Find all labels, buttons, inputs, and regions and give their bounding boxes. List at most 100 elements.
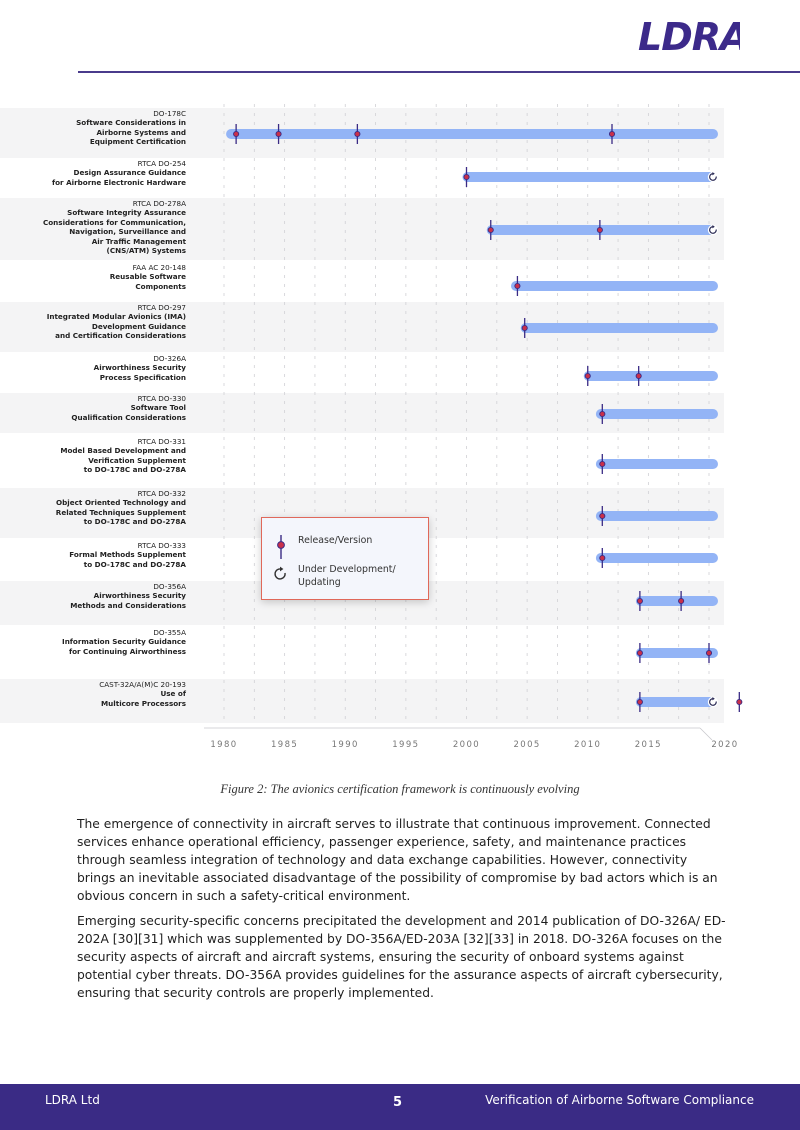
timeline-bar bbox=[462, 172, 718, 182]
timeline-bar bbox=[583, 371, 718, 381]
x-tick-label: 2020 bbox=[711, 740, 738, 750]
release-marker bbox=[584, 372, 591, 380]
standard-code: CAST-32A/A(M)C 20-193 bbox=[99, 680, 186, 689]
body-paragraph-1: The emergence of connectivity in aircraf… bbox=[77, 817, 718, 903]
release-marker-icon bbox=[274, 535, 288, 559]
standard-description: Design Assurance Guidance for Airborne E… bbox=[51, 168, 186, 187]
x-tick-label: 2010 bbox=[574, 740, 601, 750]
standard-description: Object Oriented Technology and Related T… bbox=[55, 498, 186, 527]
x-tick-label: 1990 bbox=[332, 740, 359, 750]
release-marker bbox=[233, 130, 240, 138]
standard-description: Model Based Development and Verification… bbox=[60, 446, 186, 475]
page-footer: LDRA Ltd 5 Verification of Airborne Soft… bbox=[0, 1084, 800, 1130]
standard-code: DO-178C bbox=[153, 109, 186, 118]
timeline-bar bbox=[635, 596, 718, 606]
x-tick-label: 1985 bbox=[271, 740, 298, 750]
footer-company: LDRA Ltd bbox=[45, 1093, 100, 1107]
release-marker bbox=[596, 226, 603, 234]
standard-code: RTCA DO-254 bbox=[137, 159, 186, 168]
standard-code: DO-355A bbox=[153, 628, 186, 637]
release-marker bbox=[514, 282, 521, 290]
release-marker bbox=[636, 597, 643, 605]
release-marker bbox=[636, 698, 643, 706]
updating-icon-arrow bbox=[712, 225, 715, 229]
release-marker bbox=[736, 698, 743, 706]
release-marker bbox=[705, 649, 713, 657]
updating-icon-arrow bbox=[712, 697, 715, 701]
updating-icon bbox=[709, 173, 717, 181]
header-rule bbox=[78, 71, 800, 73]
standard-code: RTCA DO-297 bbox=[137, 303, 186, 312]
standard-code: RTCA DO-331 bbox=[137, 437, 186, 446]
timeline-bar bbox=[595, 459, 718, 469]
legend-item-release: Release/Version bbox=[274, 535, 373, 559]
timeline-bar bbox=[511, 281, 718, 291]
release-marker bbox=[487, 226, 494, 234]
standard-code: DO-326A bbox=[153, 354, 186, 363]
standard-code: RTCA DO-333 bbox=[137, 541, 186, 550]
legend-item-updating: Under Development/ Updating bbox=[274, 564, 396, 589]
footer-document-title: Verification of Airborne Software Compli… bbox=[485, 1093, 754, 1107]
chart-legend: Release/Version Under Development/ Updat… bbox=[261, 517, 429, 600]
x-axis-corner bbox=[699, 727, 713, 741]
timeline-bar bbox=[595, 409, 718, 419]
x-tick-label: 2005 bbox=[514, 740, 541, 750]
page-number: 5 bbox=[393, 1095, 403, 1110]
release-marker bbox=[608, 130, 616, 138]
release-marker bbox=[599, 512, 606, 520]
updating-icon-arrow bbox=[712, 172, 715, 176]
timeline-bar bbox=[635, 648, 718, 658]
release-marker bbox=[354, 130, 361, 138]
standard-code: RTCA DO-332 bbox=[137, 489, 186, 498]
timeline-bar bbox=[635, 697, 718, 707]
timeline-bar bbox=[595, 553, 718, 563]
x-tick-label: 2000 bbox=[453, 740, 480, 750]
figure-caption: Figure 2: The avionics certification fra… bbox=[220, 782, 580, 796]
standard-description: Reusable Software Components bbox=[109, 272, 186, 291]
body-paragraph-2: Emerging security-specific concerns prec… bbox=[77, 914, 726, 1000]
standard-description: Airworthiness Security Methods and Consi… bbox=[70, 591, 186, 610]
standard-code: FAA AC 20-148 bbox=[132, 263, 186, 272]
x-tick-label: 2015 bbox=[635, 740, 662, 750]
logo-text: LDRA bbox=[638, 16, 740, 54]
ldra-logo: LDRA bbox=[638, 16, 740, 54]
x-tick-label: 1980 bbox=[210, 740, 237, 750]
standard-description: Software Integrity Assurance Considerati… bbox=[42, 208, 186, 256]
release-marker bbox=[599, 460, 606, 468]
updating-icon bbox=[709, 698, 717, 706]
release-marker bbox=[275, 130, 282, 138]
standard-description: Software Tool Qualification Consideratio… bbox=[71, 403, 186, 422]
release-marker bbox=[635, 372, 642, 380]
release-marker bbox=[636, 649, 643, 657]
release-marker bbox=[599, 410, 606, 418]
legend-label-release: Release/Version bbox=[298, 535, 373, 546]
standard-code: RTCA DO-330 bbox=[137, 394, 186, 403]
timeline-bar bbox=[520, 323, 718, 333]
standard-code: DO-356A bbox=[153, 582, 186, 591]
standard-description: Use of Multicore Processors bbox=[101, 689, 186, 708]
standard-description: Information Security Guidance for Contin… bbox=[62, 637, 186, 656]
release-marker bbox=[463, 173, 470, 181]
certification-timeline-chart: 1980 1985 1990 1995 2000 2005 2010 2015 2020 DO-… bbox=[0, 100, 800, 760]
legend-label-updating: Under Development/ Updating bbox=[298, 564, 396, 588]
standard-description: Integrated Modular Avionics (IMA) Develo… bbox=[46, 312, 186, 341]
release-marker bbox=[521, 324, 528, 332]
timeline-bar bbox=[595, 511, 718, 521]
release-marker bbox=[599, 554, 606, 562]
timeline-bar bbox=[226, 129, 718, 139]
updating-icon bbox=[709, 226, 717, 234]
x-tick-label: 1995 bbox=[392, 740, 419, 750]
